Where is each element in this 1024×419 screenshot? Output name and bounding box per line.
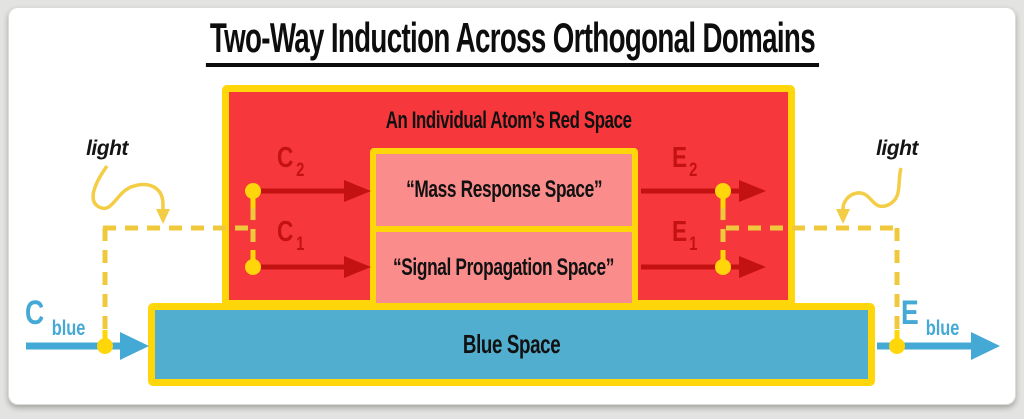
red-space-label: An Individual Atom’s Red Space [385,107,632,134]
mass-response-space-box: “Mass Response Space” [376,154,632,226]
page-title: Two-Way Induction Across Orthogonal Doma… [205,15,819,68]
blue-space-box: Blue Space [148,303,875,386]
title-wrap: Two-Way Induction Across Orthogonal Doma… [0,15,1024,68]
blue-space-label: Blue Space [462,329,561,359]
signal-propagation-space-label: “Signal Propagation Space” [393,254,615,281]
signal-propagation-space-box: “Signal Propagation Space” [376,232,632,304]
red-space-label-wrap: An Individual Atom’s Red Space [222,107,795,135]
subspace-container: “Mass Response Space” “Signal Propagatio… [370,148,638,310]
mass-response-space-label: “Mass Response Space” [405,176,603,203]
